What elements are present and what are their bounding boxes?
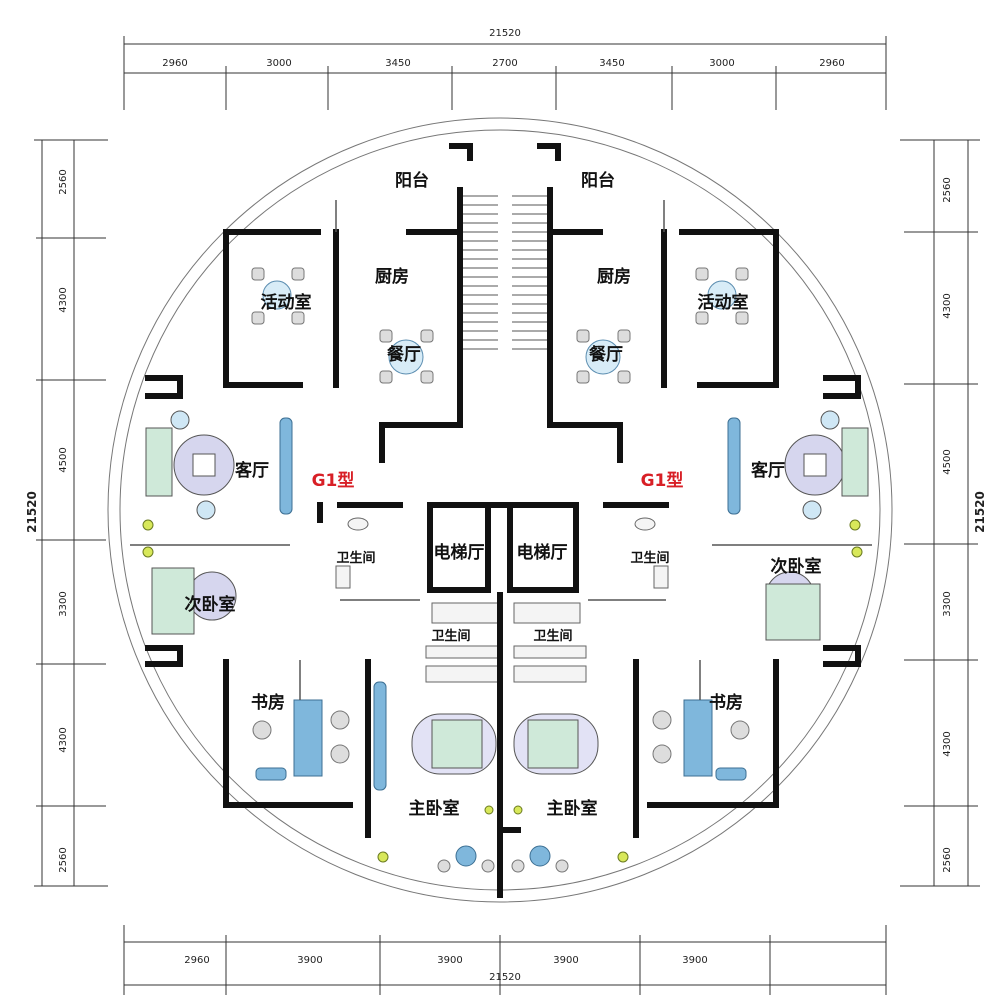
label-elevator-right: 电梯厅 — [517, 542, 568, 563]
study-desk-left — [252, 681, 387, 791]
staircase — [462, 195, 548, 350]
dim-right-total: 21520 — [973, 491, 987, 533]
dim-top-total: 21520 — [489, 28, 521, 39]
walls — [145, 143, 861, 898]
label-dining-right: 餐厅 — [589, 344, 623, 365]
second-bed-right — [765, 571, 821, 641]
dim-left-6: 2560 — [58, 847, 69, 872]
dim-right-6: 2560 — [942, 847, 953, 872]
dim-left-total: 21520 — [25, 491, 39, 533]
dim-right-3: 4500 — [942, 449, 953, 474]
dim-right-1: 2560 — [942, 177, 953, 202]
label-activity-left: 活动室 — [261, 292, 312, 313]
label-second-bed-right: 次卧室 — [771, 556, 822, 577]
study-desk-right — [652, 699, 750, 781]
dim-top-labels: 2960 3000 3450 2700 3450 3000 2960 — [162, 58, 844, 69]
bath-fixtures — [335, 517, 669, 683]
dim-left-1: 2560 — [58, 169, 69, 194]
activity-table-left — [251, 267, 305, 325]
label-activity-right: 活动室 — [698, 292, 749, 313]
label-bath-right: 卫生间 — [630, 550, 669, 566]
dim-bottom-total: 21520 — [489, 972, 521, 983]
dim-top-6: 3000 — [709, 58, 734, 69]
master-bed-left — [411, 713, 497, 873]
furniture — [142, 267, 869, 873]
dim-top-1: 2960 — [162, 58, 187, 69]
dim-bottom-5: 3900 — [682, 955, 707, 966]
dimension-ticks — [36, 66, 978, 995]
label-bath-left: 卫生间 — [336, 550, 375, 566]
master-bed-right — [511, 713, 599, 873]
dim-left-labels: 2560 4300 4500 3300 4300 2560 — [58, 169, 69, 872]
label-dining-left: 餐厅 — [387, 344, 421, 365]
label-balcony-right: 阳台 — [581, 170, 615, 191]
dim-bottom-1: 2960 — [184, 955, 209, 966]
activity-table-right — [695, 267, 749, 325]
dim-bottom-3: 3900 — [437, 955, 462, 966]
label-elevator-left: 电梯厅 — [434, 542, 485, 563]
dim-left-5: 4300 — [58, 727, 69, 752]
label-master-bath-right: 卫生间 — [533, 628, 572, 644]
second-bed-left — [151, 567, 237, 635]
label-master-right: 主卧室 — [547, 798, 598, 819]
sofa-set-right — [727, 410, 869, 520]
sofa-set-left — [145, 410, 293, 520]
interior-partitions — [130, 200, 872, 700]
dim-right-2: 4300 — [942, 293, 953, 318]
label-master-bath-left: 卫生间 — [431, 628, 470, 644]
dim-left-4: 3300 — [58, 591, 69, 616]
label-living-right: 客厅 — [750, 460, 785, 481]
dim-top-2: 3000 — [266, 58, 291, 69]
dim-bottom-labels: 2960 3900 3900 3900 3900 — [184, 955, 707, 966]
dim-top-4: 2700 — [492, 58, 517, 69]
dining-table-right — [576, 329, 631, 384]
label-study-right: 书房 — [709, 692, 743, 713]
label-living-left: 客厅 — [234, 460, 269, 481]
dim-top-5: 3450 — [599, 58, 624, 69]
dining-table-left — [379, 329, 434, 384]
dim-left-3: 4500 — [58, 447, 69, 472]
unit-type-left: G1型 — [312, 470, 355, 491]
label-kitchen-right: 厨房 — [597, 266, 631, 287]
dim-right-labels: 2560 4300 4500 3300 4300 2560 — [942, 177, 953, 872]
dim-left-2: 4300 — [58, 287, 69, 312]
label-master-left: 主卧室 — [409, 798, 460, 819]
label-kitchen-left: 厨房 — [375, 266, 409, 287]
unit-type-right: G1型 — [641, 470, 684, 491]
dim-top-7: 2960 — [819, 58, 844, 69]
label-second-bed-left: 次卧室 — [185, 594, 236, 615]
plants — [142, 519, 863, 863]
dim-bottom-4: 3900 — [553, 955, 578, 966]
label-study-left: 书房 — [251, 692, 285, 713]
label-balcony-left: 阳台 — [395, 170, 429, 191]
dim-right-5: 4300 — [942, 731, 953, 756]
dim-top-3: 3450 — [385, 58, 410, 69]
room-labels: 阳台 阳台 厨房 厨房 活动室 活动室 餐厅 餐厅 客厅 客厅 G1型 G1型 … — [185, 170, 822, 819]
dim-right-4: 3300 — [942, 591, 953, 616]
dim-bottom-2: 3900 — [297, 955, 322, 966]
